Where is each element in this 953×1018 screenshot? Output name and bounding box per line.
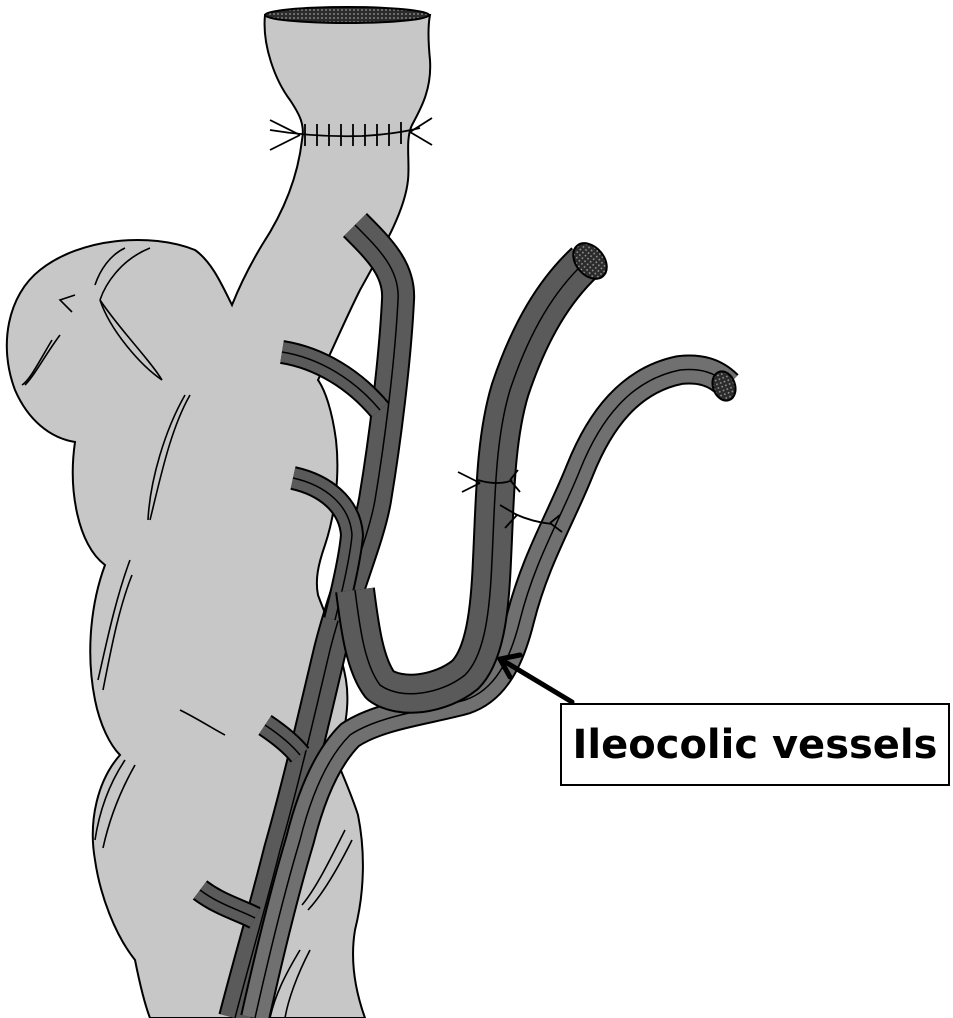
ileocolic-vessels-label: Ileocolic vessels — [560, 703, 950, 786]
bowel-cut-end — [265, 7, 429, 23]
label-text: Ileocolic vessels — [573, 722, 938, 768]
